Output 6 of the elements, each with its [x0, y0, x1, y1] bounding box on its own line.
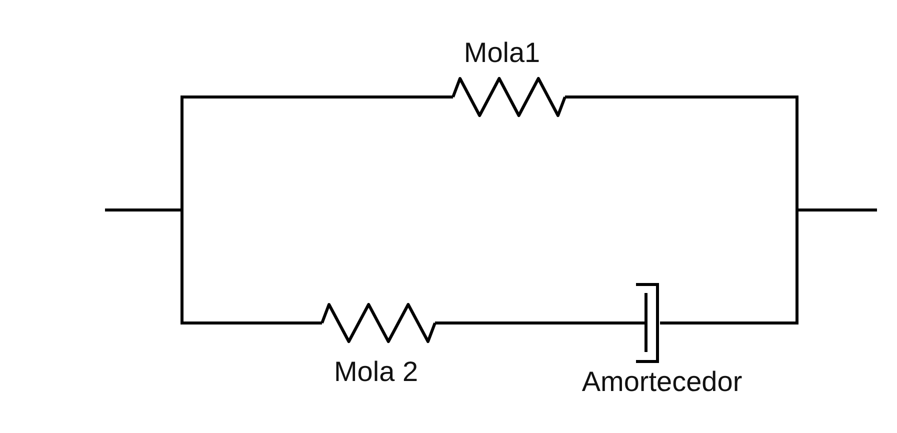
wire [660, 208, 877, 324]
damper-label: Amortecedor [582, 368, 742, 396]
wire [105, 208, 322, 324]
wire [435, 322, 634, 324]
spring-label: Mola1 [464, 39, 540, 67]
spring-label: Mola 2 [334, 358, 418, 386]
